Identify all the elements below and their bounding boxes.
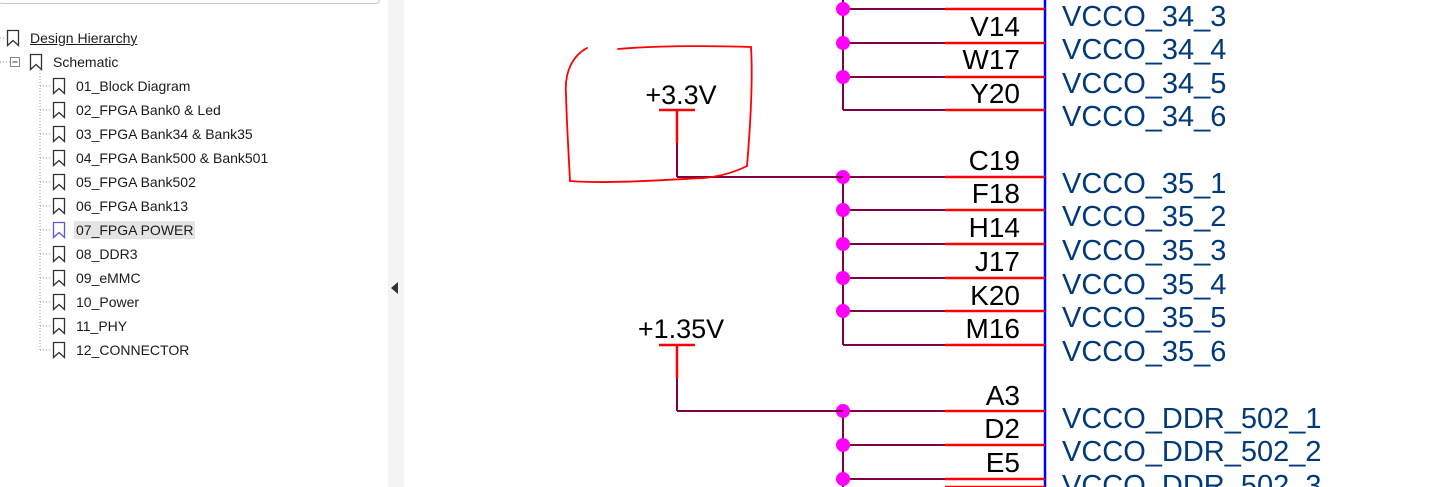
tree-item-label: 07_FPGA POWER (74, 221, 196, 239)
bookmark-icon (6, 29, 20, 47)
bookmark-icon (52, 341, 66, 359)
tree-item-design-hierarchy[interactable]: Design Hierarchy (6, 27, 139, 49)
pin-name: VCCO_DDR_502_3 (1062, 470, 1322, 487)
pin-number: K20 (970, 280, 1020, 311)
tree-item-label: 09_eMMC (76, 270, 141, 286)
tree-item-label: 02_FPGA Bank0 & Led (76, 102, 221, 118)
pin-number: J17 (975, 246, 1020, 277)
pin-name: VCCO_35_4 (1062, 269, 1226, 301)
pin-number: Y20 (970, 78, 1020, 109)
pin-name: VCCO_34_3 (1062, 1, 1226, 33)
tree-item-label: 01_Block Diagram (76, 78, 191, 94)
pin-name: VCCO_34_5 (1062, 68, 1226, 100)
pin-name: VCCO_DDR_502_2 (1062, 436, 1322, 468)
tree-item-page[interactable]: 10_Power (52, 291, 141, 313)
pin-number: M16 (966, 313, 1020, 344)
panel-splitter[interactable] (388, 0, 404, 487)
pin-number: F18 (972, 178, 1020, 209)
tree-item-label: Design Hierarchy (30, 30, 138, 46)
pin-number: H14 (969, 212, 1020, 243)
junction-dot (836, 472, 850, 486)
tree-item-page[interactable]: 06_FPGA Bank13 (52, 195, 190, 217)
pin-name: VCCO_35_2 (1062, 201, 1226, 233)
tree-item-schematic[interactable]: Schematic (29, 51, 120, 73)
hand-drawn-annotation (564, 45, 753, 183)
pin-number: E5 (986, 447, 1020, 478)
power-label: +3.3V (645, 80, 716, 110)
tree-guide-lines (0, 37, 52, 351)
bookmark-icon (52, 317, 66, 335)
design-hierarchy-panel: Design Hierarchy Schematic 01_Block Diag… (0, 0, 389, 487)
pin-number: D2 (984, 413, 1020, 444)
junction-dot (836, 271, 850, 285)
tree-item-page[interactable]: 11_PHY (52, 315, 129, 337)
tree-item-label: 05_FPGA Bank502 (76, 174, 196, 190)
tree-item-label: 08_DDR3 (76, 246, 138, 262)
pin-name: VCCO_34_4 (1062, 34, 1226, 66)
tree-item-label: 10_Power (76, 294, 140, 310)
pin-number: C19 (969, 145, 1020, 176)
bookmark-icon (29, 53, 43, 71)
tree-item-page[interactable]: 01_Block Diagram (52, 75, 192, 97)
tree-item-page[interactable]: 02_FPGA Bank0 & Led (52, 99, 223, 121)
junction-dot (836, 438, 850, 452)
bookmark-icon (52, 269, 66, 287)
tree-item-page[interactable]: 04_FPGA Bank500 & Bank501 (52, 147, 270, 169)
pin-name: VCCO_35_6 (1062, 336, 1226, 368)
bookmark-icon (52, 173, 66, 191)
junction-dot (836, 203, 850, 217)
tree-item-page[interactable]: 05_FPGA Bank502 (52, 171, 198, 193)
power-label: +1.35V (638, 314, 724, 344)
tree-item-label: 04_FPGA Bank500 & Bank501 (76, 150, 269, 166)
collapse-panel-arrow-icon[interactable] (391, 282, 398, 294)
bookmark-icon (52, 125, 66, 143)
tree-item-label: 12_CONNECTOR (76, 342, 190, 358)
bookmark-icon (52, 149, 66, 167)
pin-name: VCCO_35_3 (1062, 235, 1226, 267)
bookmark-icon (52, 197, 66, 215)
tree-item-label: Schematic (53, 54, 119, 70)
tree-item-label: 03_FPGA Bank34 & Bank35 (76, 126, 253, 142)
pin-name: VCCO_35_5 (1062, 302, 1226, 334)
pin-number: A3 (986, 380, 1020, 411)
junction-dot (836, 304, 850, 318)
junction-dot (836, 2, 850, 16)
pin-number: W17 (962, 44, 1020, 75)
pin-name: VCCO_35_1 (1062, 168, 1226, 200)
tree-item-label: 06_FPGA Bank13 (76, 198, 189, 214)
tree-item-page[interactable]: 07_FPGA POWER (52, 219, 196, 241)
bookmark-icon (52, 293, 66, 311)
tree-item-page[interactable]: 09_eMMC (52, 267, 143, 289)
bookmark-icon (52, 245, 66, 263)
bookmark-icon (52, 101, 66, 119)
pin-number: V14 (970, 11, 1020, 42)
junction-dot (836, 36, 850, 50)
bookmark-icon (52, 77, 66, 95)
collapse-toggle-icon[interactable] (10, 57, 20, 67)
tree-item-label: 11_PHY (76, 318, 128, 334)
tree-item-page[interactable]: 12_CONNECTOR (52, 339, 191, 361)
tree-item-page[interactable]: 08_DDR3 (52, 243, 139, 265)
tree-item-page[interactable]: 03_FPGA Bank34 & Bank35 (52, 123, 255, 145)
junction-dot (836, 70, 850, 84)
pin-name: VCCO_DDR_502_1 (1062, 403, 1322, 435)
junction-dot (836, 237, 850, 251)
bookmark-icon (52, 221, 66, 239)
pin-name: VCCO_34_6 (1062, 101, 1226, 133)
